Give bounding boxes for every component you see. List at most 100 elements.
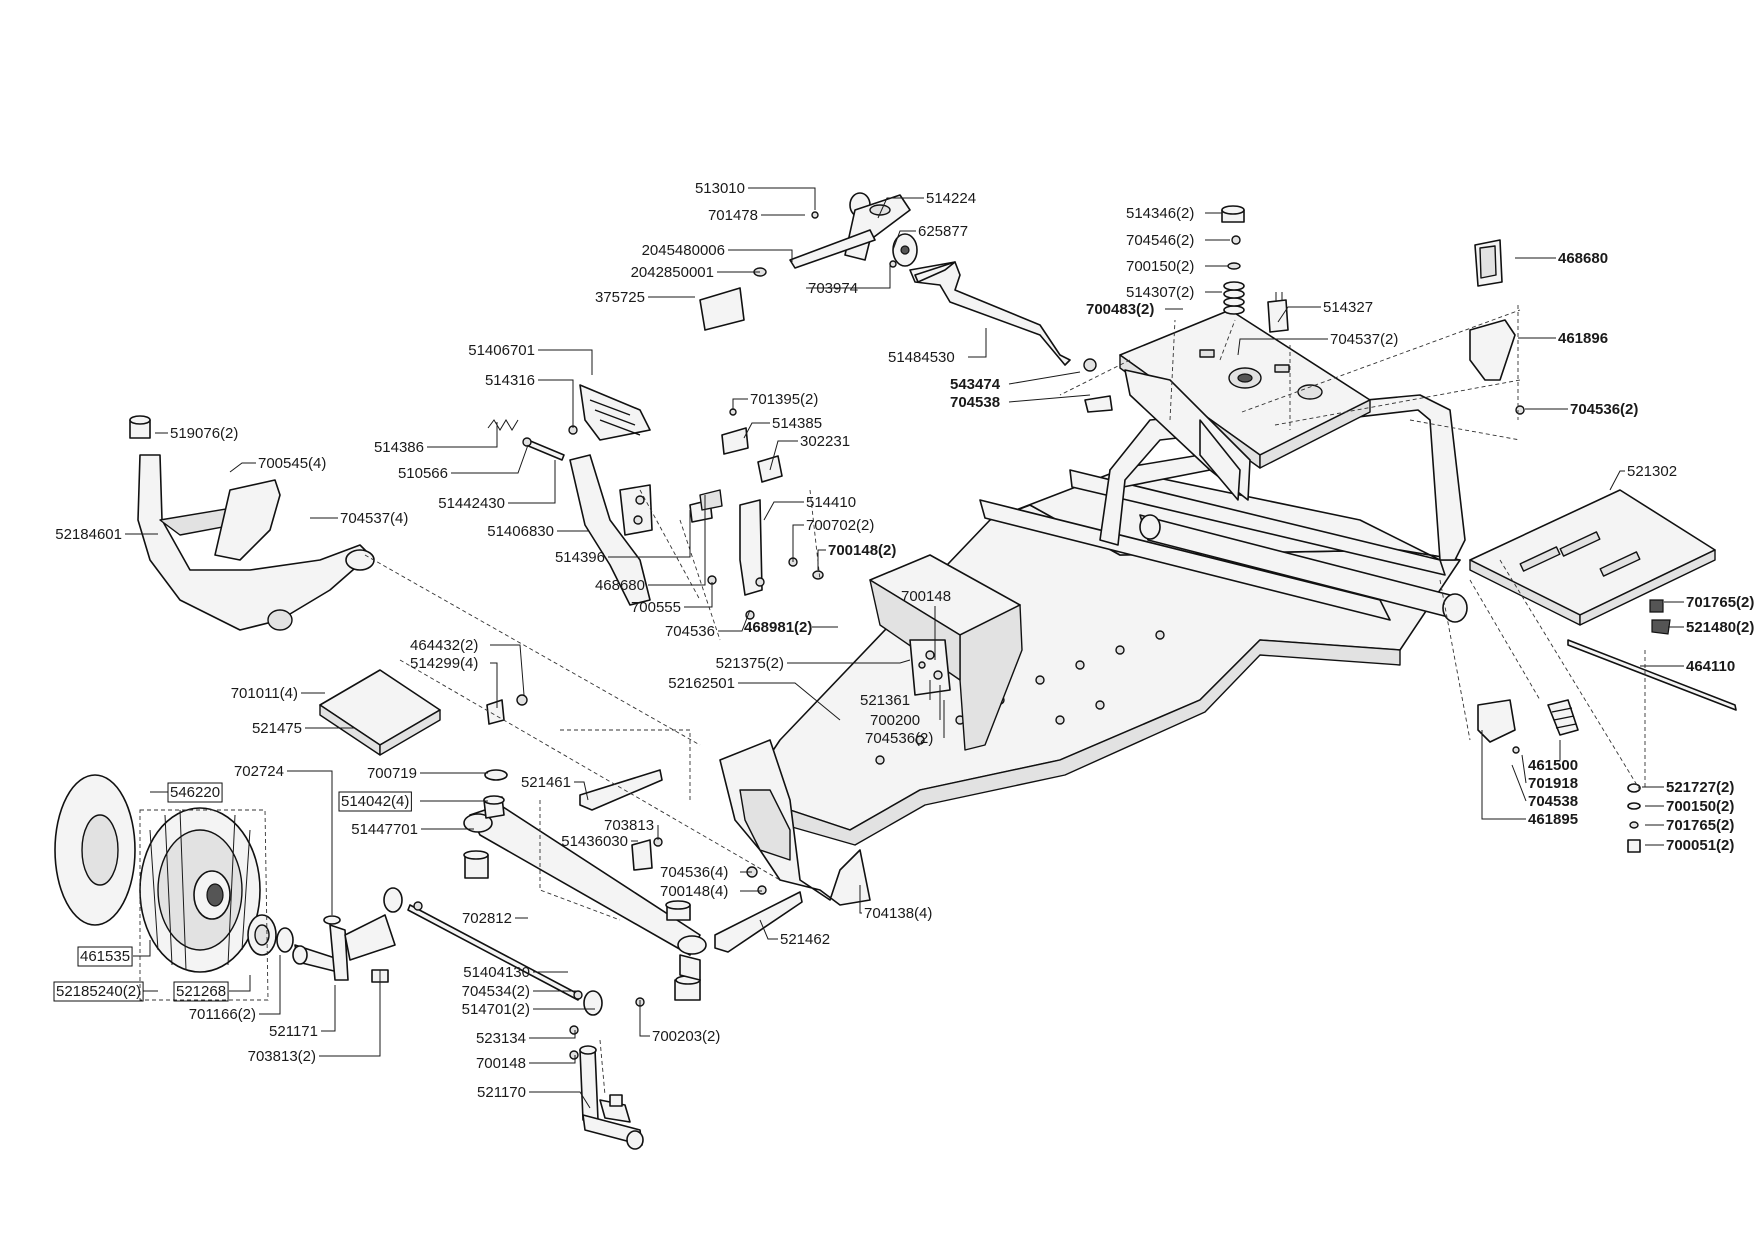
spindle-right [569, 997, 645, 1150]
part-number-label: 375725 [595, 289, 645, 306]
leader-line [229, 462, 256, 473]
leader-line [859, 885, 862, 914]
part-number-label: 514299(4) [410, 655, 478, 672]
leader-line [319, 970, 381, 1057]
leader-line [748, 187, 816, 210]
part-number-label: 521268 [176, 983, 226, 1000]
part-number-label: 51484530 [888, 349, 955, 366]
part-number-label: 700719 [367, 765, 417, 782]
leader-line [763, 501, 804, 521]
part-number-label: 514346(2) [1126, 205, 1194, 222]
part-number-label: 704536(4) [660, 864, 728, 881]
part-number-label: 461895 [1528, 811, 1578, 828]
part-number-label: 51442430 [438, 495, 505, 512]
leader-lines [125, 187, 1684, 1109]
part-number-label: 468981(2) [744, 619, 812, 636]
part-number-label: 52162501 [668, 675, 735, 692]
part-number-label: 702724 [234, 763, 284, 780]
leader-line [728, 249, 793, 262]
wheel-bearing [247, 914, 294, 956]
part-number-label: 514385 [772, 415, 822, 432]
part-number-label: 521461 [521, 774, 571, 791]
part-number-label: 700702(2) [806, 517, 874, 534]
part-number-label: 701395(2) [750, 391, 818, 408]
axle-bracket-right [653, 837, 803, 953]
leader-line [1008, 394, 1091, 403]
part-number-label: 700148 [476, 1055, 526, 1072]
shift-rod [909, 261, 1113, 413]
part-number-label: 700555 [631, 599, 681, 616]
label-box [53, 981, 144, 1002]
part-number-label: 701765(2) [1686, 594, 1754, 611]
part-number-label: 701918 [1528, 775, 1578, 792]
leader-line [732, 398, 748, 410]
part-number-label: 701011(4) [231, 685, 298, 702]
part-number-label: 51447701 [351, 821, 418, 838]
part-number-label: 521170 [477, 1084, 526, 1101]
leader-line [1511, 764, 1527, 802]
part-number-label: 514042(4) [341, 793, 409, 810]
front-axle [463, 769, 707, 1001]
part-number-label: 701478 [708, 207, 758, 224]
part-number-label: 52185240(2) [56, 983, 141, 1000]
part-number-label: 700150(2) [1126, 258, 1194, 275]
part-number-label: 514410 [806, 494, 856, 511]
steering-lever [699, 211, 876, 331]
leader-line [806, 265, 891, 289]
leader-line [718, 609, 751, 632]
leader-line [1237, 338, 1328, 356]
part-number-label: 461500 [1528, 757, 1578, 774]
part-number-label: 700545(4) [258, 455, 326, 472]
part-number-label: 700051(2) [1666, 837, 1734, 854]
leader-line [648, 495, 706, 586]
seat-cap [1221, 205, 1245, 270]
leader-line [529, 1030, 576, 1039]
part-number-label: 521462 [780, 931, 830, 948]
label-box [173, 981, 229, 1002]
part-number-label: 521727(2) [1666, 779, 1734, 796]
part-number-label: 704538 [950, 394, 1000, 411]
rear-fasteners [1627, 783, 1641, 853]
leader-line [321, 985, 336, 1032]
leader-line [608, 510, 691, 558]
part-number-label: 51406830 [487, 523, 554, 540]
leader-line [759, 919, 778, 940]
pedal-switch [689, 489, 723, 523]
battery-tray [319, 669, 441, 756]
part-number-label: 468680 [595, 577, 645, 594]
part-number-label: 700148(2) [828, 542, 896, 559]
leader-line [538, 379, 574, 428]
part-number-label: 704536(2) [865, 730, 933, 747]
leader-line [738, 682, 841, 721]
part-number-label: 521475 [252, 720, 302, 737]
part-number-label: 700200 [870, 712, 920, 729]
seat-plate [1119, 309, 1371, 501]
part-number-label: 2042850001 [631, 264, 714, 281]
front-wheel [139, 807, 261, 973]
part-number-label: 701166(2) [189, 1006, 256, 1023]
part-number-label: 52184601 [55, 526, 122, 543]
leader-line [1008, 371, 1081, 385]
part-number-label: 543474 [950, 376, 1001, 393]
part-illustrations [54, 192, 1737, 1150]
part-number-label: 700483(2) [1086, 301, 1154, 318]
leader-line [817, 549, 826, 570]
seat-spring [1223, 281, 1245, 315]
part-number-label: 51436030 [561, 833, 628, 850]
leader-line [787, 659, 911, 664]
label-box [338, 791, 412, 812]
leader-line [259, 955, 281, 1015]
tray-bushings [486, 694, 528, 725]
front-tire [54, 774, 136, 926]
part-number-label: 703974 [808, 280, 858, 297]
part-number-label: 464432(2) [410, 637, 478, 654]
part-number-label: 704536 [665, 623, 715, 640]
part-number-label: 302231 [800, 433, 850, 450]
leader-line [427, 422, 498, 448]
part-number-label: 704536(2) [1570, 401, 1638, 418]
part-number-label: 519076(2) [170, 425, 238, 442]
switch-clip [721, 408, 749, 455]
leader-line [508, 460, 556, 504]
leader-line [968, 328, 987, 358]
axle-bracket-left [579, 769, 663, 811]
